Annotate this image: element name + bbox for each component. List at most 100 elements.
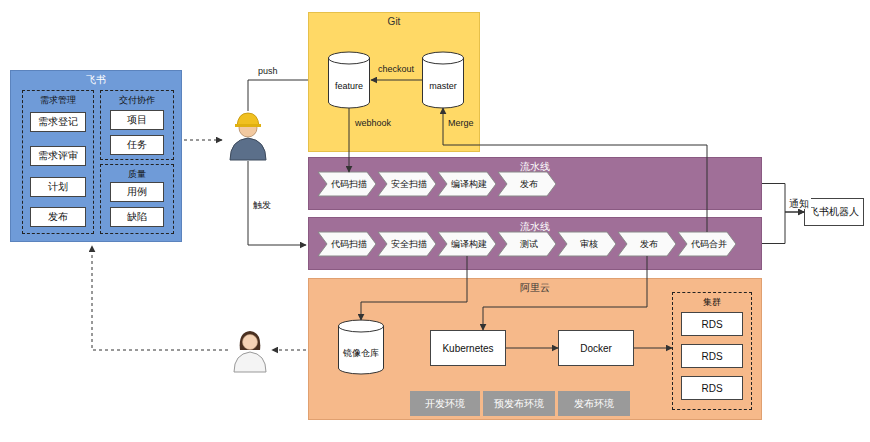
panel-title: 质量 bbox=[101, 167, 173, 181]
node-label: 缺陷 bbox=[127, 210, 147, 224]
edge-label: Merge bbox=[446, 118, 476, 129]
edge-label: 通知 bbox=[787, 198, 811, 209]
db-box: RDS bbox=[681, 312, 743, 336]
node-label: 发布环境 bbox=[574, 397, 614, 411]
node-label: RDS bbox=[701, 351, 722, 362]
cylinder-outline bbox=[338, 320, 384, 374]
group-box: 交付协作项目任务 bbox=[100, 90, 174, 160]
stage-chevron: 代码扫描 bbox=[318, 232, 376, 256]
flow-arrow bbox=[634, 348, 672, 349]
db-box: RDS bbox=[681, 344, 743, 368]
item-box: 发布 bbox=[30, 207, 86, 227]
pipeline-band: 流水线代码扫描 安全扫描 编译构建 测试 审核 发布 代码合并 bbox=[308, 217, 762, 270]
node-label: 需求登记 bbox=[38, 115, 78, 129]
node-label: Kubernetes bbox=[442, 343, 493, 354]
node-label: 发布 bbox=[520, 178, 538, 191]
panel-title: 交付协作 bbox=[101, 93, 173, 107]
node-label: feature bbox=[335, 81, 363, 91]
panel-title: 需求管理 bbox=[23, 93, 93, 107]
stage-chevron: 编译构建 bbox=[438, 172, 496, 196]
flow-arrow bbox=[361, 256, 467, 320]
cylinder-outline bbox=[328, 52, 370, 108]
node-label: 审核 bbox=[580, 238, 598, 251]
node-label: 代码扫描 bbox=[331, 178, 367, 191]
stage-chevron: 发布 bbox=[618, 232, 676, 256]
bot-box: 飞书机器人 bbox=[804, 198, 864, 226]
node-label: 飞书机器人 bbox=[809, 205, 859, 219]
stage-chevron: 测试 bbox=[498, 232, 556, 256]
node-label: 安全扫描 bbox=[391, 178, 427, 191]
panel-title: 流水线 bbox=[309, 160, 761, 174]
group-box: 需求管理需求登记需求评审计划发布 bbox=[22, 90, 94, 234]
node-label: master bbox=[429, 81, 457, 91]
cluster-group: 集群 RDS RDS RDS bbox=[672, 292, 752, 410]
repo-panel: Git feature master bbox=[308, 12, 480, 152]
panel-title: 阿里云 bbox=[309, 281, 761, 295]
edge-label: webhook bbox=[353, 118, 393, 129]
node-label: RDS bbox=[701, 319, 722, 330]
node-label: 开发环境 bbox=[425, 397, 465, 411]
item-box: 需求登记 bbox=[30, 112, 86, 132]
stage-chevron: 安全扫描 bbox=[378, 172, 436, 196]
developer-figure bbox=[230, 113, 266, 160]
panel-title: 流水线 bbox=[309, 220, 761, 234]
node-label: Docker bbox=[580, 343, 612, 354]
pipeline-band: 流水线代码扫描 安全扫描 编译构建 发布 bbox=[308, 157, 762, 210]
env-bar: 开发环境 bbox=[410, 391, 480, 416]
node-label: 发布 bbox=[640, 238, 658, 251]
node-label: 预发布环境 bbox=[494, 397, 544, 411]
reviewer-figure bbox=[234, 331, 266, 372]
edge-label: checkout bbox=[376, 64, 416, 75]
item-box: 计划 bbox=[30, 177, 86, 197]
node-label: 发布 bbox=[48, 210, 68, 224]
flow-arrow bbox=[349, 108, 350, 172]
stage-chevron: 编译构建 bbox=[438, 232, 496, 256]
stage-chevron: 代码合并 bbox=[678, 232, 736, 256]
stage-chevron: 代码扫描 bbox=[318, 172, 376, 196]
node-label: 任务 bbox=[127, 138, 147, 152]
env-bar: 预发布环境 bbox=[483, 391, 555, 416]
item-box: 用例 bbox=[110, 182, 164, 202]
dashed-flow bbox=[92, 246, 228, 350]
stage-chevron: 安全扫描 bbox=[378, 232, 436, 256]
panel-title: 飞书 bbox=[11, 73, 181, 87]
item-box: 项目 bbox=[110, 110, 164, 130]
item-box: 任务 bbox=[110, 135, 164, 155]
cloud-panel: 阿里云镜像仓库 Kubernetes Docker 集群 RDS RDS RDS 开发环境 预发… bbox=[308, 278, 762, 420]
node-label: 编译构建 bbox=[451, 238, 487, 251]
flow-arrow bbox=[506, 348, 558, 349]
panel-title: 集群 bbox=[673, 295, 751, 309]
node-label: 计划 bbox=[48, 180, 68, 194]
node-label: 编译构建 bbox=[451, 178, 487, 191]
tool-panel: 飞书需求管理需求登记需求评审计划发布交付协作项目任务质量用例缺陷 bbox=[10, 70, 182, 242]
service-box: Docker bbox=[558, 330, 634, 366]
node-label: 代码扫描 bbox=[331, 238, 367, 251]
branch-cylinder: master bbox=[422, 52, 464, 108]
db-box: RDS bbox=[681, 376, 743, 400]
dashed-flow bbox=[184, 140, 222, 141]
flow-arrow bbox=[443, 108, 707, 232]
branch-cylinder: feature bbox=[328, 52, 370, 108]
stage-chevron: 发布 bbox=[498, 172, 556, 196]
stage-chevron: 审核 bbox=[558, 232, 616, 256]
node-label: 项目 bbox=[127, 113, 147, 127]
panel-title: Git bbox=[309, 15, 479, 29]
item-box: 需求评审 bbox=[30, 146, 86, 166]
node-label: 镜像仓库 bbox=[343, 347, 379, 360]
trigger-line bbox=[248, 161, 306, 245]
registry-cylinder: 镜像仓库 bbox=[338, 320, 384, 374]
flow-label: push bbox=[256, 66, 280, 77]
node-label: 安全扫描 bbox=[391, 238, 427, 251]
cylinder-outline bbox=[422, 52, 464, 108]
dashed-flow bbox=[272, 350, 306, 351]
node-label: 代码合并 bbox=[691, 238, 727, 251]
group-box: 质量用例缺陷 bbox=[100, 164, 174, 234]
flow-arrow bbox=[762, 212, 804, 244]
service-box: Kubernetes bbox=[430, 330, 506, 366]
env-bar: 发布环境 bbox=[558, 391, 630, 416]
node-label: 测试 bbox=[520, 238, 538, 251]
node-label: 需求评审 bbox=[38, 149, 78, 163]
item-box: 缺陷 bbox=[110, 207, 164, 227]
node-label: RDS bbox=[701, 383, 722, 394]
